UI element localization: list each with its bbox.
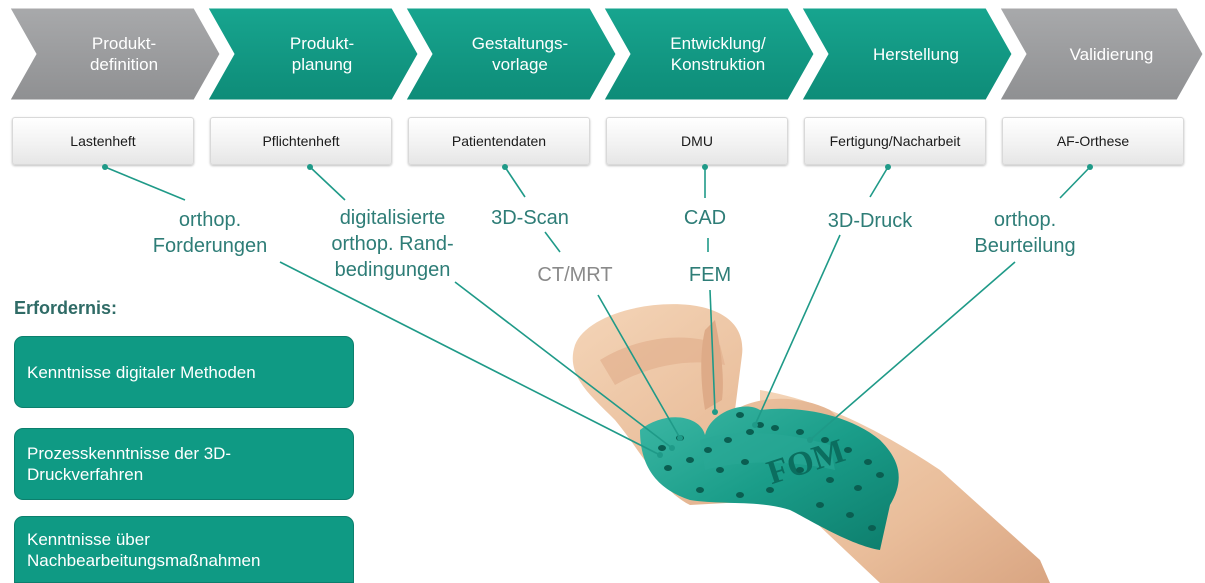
connector-line: [809, 261, 1016, 441]
chevron-shape: [9, 7, 221, 101]
connector-dot: [502, 164, 508, 170]
orthosis-hole: [696, 487, 704, 493]
connector-dot: [1087, 164, 1093, 170]
orthosis-hole: [868, 525, 876, 531]
orthosis-hole: [664, 465, 672, 471]
label-3d-druck: 3D-Druck: [827, 210, 913, 232]
connector-dot: [657, 452, 663, 458]
label-cad: CAD: [683, 207, 727, 229]
connector-line: [1059, 166, 1091, 199]
label-orthop-forderungen: orthop. Forderungen: [152, 209, 268, 257]
orthosis-hole: [716, 467, 724, 473]
connector-dot: [307, 164, 313, 170]
orthosis-hole: [826, 477, 834, 483]
orthosis-hole: [756, 422, 764, 428]
doc-patientendaten: Patientendaten: [408, 117, 590, 165]
orthosis-hole: [846, 512, 854, 518]
chevron-shape: [999, 7, 1204, 101]
connector-dot: [677, 435, 683, 441]
orthosis-hole: [816, 502, 824, 508]
connector-line: [454, 281, 673, 449]
label-digitalisierte-randbedingungen: digitalisierte orthop. Rand- bedingungen: [331, 207, 454, 281]
connector-dot: [669, 445, 675, 451]
step-produktdefinition: Produkt- definition: [89, 34, 159, 74]
orthosis-hole: [704, 447, 712, 453]
requirement-nachbearbeitung: Kenntnisse über Nachbearbeitungsmaßnahme…: [14, 516, 354, 583]
orthosis-hole: [796, 467, 804, 473]
chevron-shape: [801, 7, 1013, 101]
doc-af-orthese: AF-Orthese: [1002, 117, 1184, 165]
connector-line: [754, 234, 841, 426]
step-herstellung: Herstellung: [873, 44, 959, 64]
orthosis-hole: [821, 437, 829, 443]
finger-shape: [600, 337, 725, 385]
chevron-shape: [603, 7, 815, 101]
connector-dot: [752, 422, 758, 428]
chevron-shape: [405, 7, 617, 101]
step-validierung: Validierung: [1069, 44, 1154, 64]
orthosis-hole: [876, 472, 884, 478]
orthosis-hole: [736, 412, 744, 418]
connector-dot: [102, 164, 108, 170]
doc-dmu: DMU: [606, 117, 788, 165]
requirement-digitale-methoden: Kenntnisse digitaler Methoden: [14, 336, 354, 408]
connector-line: [104, 166, 186, 201]
orthosis-cuff: [700, 433, 835, 470]
thumb-shape: [701, 320, 723, 410]
orthosis-hole: [736, 492, 744, 498]
connector-line: [279, 261, 661, 456]
connector-dot: [702, 164, 708, 170]
step-produktplanung: Produkt- planung: [289, 34, 355, 74]
orthosis-hole: [796, 429, 804, 435]
requirement-3d-druckverfahren: Prozesskenntnisse der 3D- Druckverfahren: [14, 428, 354, 500]
orthosis-hole: [658, 445, 666, 451]
doc-pflichtenheft: Pflichtenheft: [210, 117, 392, 165]
chevron-shape: [207, 7, 419, 101]
orthosis-hole: [746, 429, 754, 435]
connector-line: [869, 166, 889, 198]
connector-dot: [807, 437, 813, 443]
doc-fertigung-nacharbeit: Fertigung/Nacharbeit: [804, 117, 986, 165]
orthosis-hole: [771, 425, 779, 431]
orthosis-hole: [741, 459, 749, 465]
connector-line: [309, 166, 346, 201]
requirements-title: Erfordernis:: [14, 298, 118, 318]
label-fem: FEM: [688, 264, 732, 286]
connector-dot: [712, 409, 718, 415]
connector-dot: [885, 164, 891, 170]
step-entwicklung-konstruktion: Entwicklung/ Konstruktion: [670, 34, 766, 74]
orthosis-hole: [724, 437, 732, 443]
orthosis-hole: [686, 457, 694, 463]
connector-line: [544, 231, 561, 253]
orthosis-hole: [844, 447, 852, 453]
doc-lastenheft: Lastenheft: [12, 117, 194, 165]
connector-line: [504, 166, 526, 198]
label-3d-scan: 3D-Scan: [491, 207, 569, 229]
orthosis-hole: [766, 487, 774, 493]
connector-line: [597, 294, 681, 439]
connector-line: [709, 289, 716, 413]
step-gestaltungsvorlage: Gestaltungs- vorlage: [471, 34, 569, 74]
label-orthop-beurteilung: orthop. Beurteilung: [974, 209, 1076, 257]
orthosis-hole: [864, 459, 872, 465]
label-ct-mrt: CT/MRT: [537, 264, 613, 286]
orthosis-hole: [854, 485, 862, 491]
